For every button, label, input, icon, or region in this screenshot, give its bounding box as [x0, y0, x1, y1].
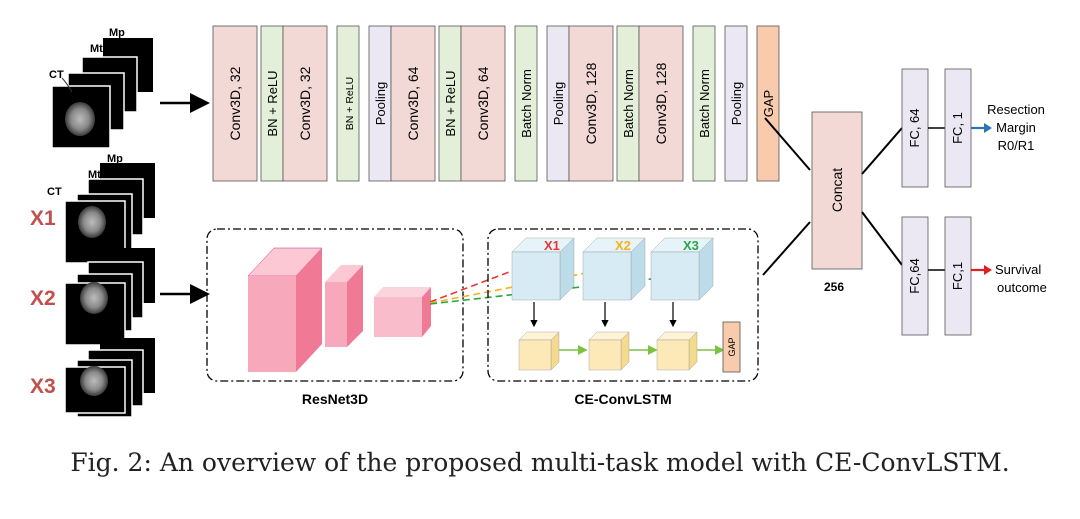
- layer-label-3: BN + ReLU: [344, 77, 356, 130]
- resnet3d-label: ResNet3D: [302, 391, 368, 407]
- layer-label-9: Pooling: [551, 82, 566, 125]
- layer-box-10: [568, 25, 614, 182]
- lstm-gap-box: [722, 321, 741, 373]
- bottom-to-concat: [762, 221, 811, 276]
- layer-box-15: [756, 25, 780, 182]
- resnet3d-block: ResNet3D: [206, 228, 464, 407]
- layer-label-8: Batch Norm: [519, 69, 534, 138]
- stack-label-mt: Mt: [90, 43, 103, 55]
- layer-label-11: Batch Norm: [621, 69, 636, 138]
- concat-to-head2: [861, 211, 903, 266]
- layer-box-5: [390, 25, 436, 182]
- head2-output-line2: outcome: [997, 280, 1047, 295]
- input-stack-x1: Mp Mt CT: [47, 153, 155, 264]
- resnet-cube-large: [247, 247, 323, 372]
- layer-label-6: BN + ReLU: [443, 70, 458, 136]
- input-stack-x3: [64, 338, 155, 418]
- head1-fc2-label: FC, 1: [950, 112, 965, 144]
- lstm-gap-label: GAP: [727, 337, 737, 356]
- concat-label: Concat: [829, 168, 845, 212]
- lstm-input-label-1: X1: [544, 238, 560, 253]
- layer-label-2: Conv3D, 32: [297, 66, 313, 140]
- head-survival: FC,64 FC,1 Survival outcome: [901, 216, 1047, 336]
- layer-label-1: BN + ReLU: [265, 70, 280, 136]
- layer-label-10: Conv3D, 128: [583, 62, 599, 144]
- input-label-x3: X3: [30, 375, 56, 398]
- head1-fc1-label: FC, 64: [907, 108, 922, 147]
- layer-label-13: Batch Norm: [697, 69, 712, 138]
- layer-box-0: [212, 25, 258, 182]
- lstm-input-label-2: X2: [615, 238, 631, 253]
- layer-box-7: [460, 25, 506, 182]
- head2-output-line1: Survival: [995, 262, 1041, 277]
- layer-label-15: GAP: [761, 90, 776, 117]
- stack-label-mp: Mp: [109, 27, 125, 39]
- layer-box-2: [282, 25, 328, 182]
- head2-fc1-label: FC,64: [907, 258, 922, 293]
- layer-box-12: [638, 25, 684, 182]
- layer-label-4: Pooling: [373, 82, 388, 125]
- head2-fc1-box: [901, 216, 929, 336]
- layer-label-5: Conv3D, 64: [405, 66, 421, 140]
- lstm-cell-cube-1: [518, 331, 560, 371]
- ce-convlstm-label: CE-ConvLSTM: [574, 391, 671, 407]
- layer-label-14: Pooling: [729, 82, 744, 125]
- head1-output-line3: R0/R1: [998, 138, 1035, 153]
- x1-slice-ct: CT: [47, 186, 62, 198]
- input-label-x2: X2: [30, 287, 56, 310]
- head2-fc2-label: FC,1: [950, 262, 965, 290]
- head1-output-line1: Resection: [987, 102, 1045, 117]
- resnet-cube-small: [374, 287, 431, 337]
- concat-block: Concat 256: [811, 111, 863, 294]
- head-resection: FC, 64 FC, 1 Resection Margin R0/R1: [901, 68, 1045, 188]
- layer-box-14: [724, 25, 748, 182]
- input-stack-x2: [64, 248, 155, 346]
- lstm-input-cube-3: [650, 237, 714, 301]
- layer-label-7: Conv3D, 64: [475, 66, 491, 140]
- resnet-cube-medium: [325, 265, 363, 347]
- stack-label-ct: CT: [49, 69, 64, 81]
- head1-output-line2: Margin: [996, 120, 1036, 135]
- concat-to-head1: [861, 127, 903, 175]
- layer-box-13: [692, 25, 716, 182]
- top-to-concat: [764, 117, 811, 171]
- lstm-input-label-3: X3: [683, 238, 699, 253]
- head1-fc1-box: [901, 68, 929, 188]
- layer-label-0: Conv3D, 32: [227, 66, 243, 140]
- layer-box-3: [336, 25, 360, 182]
- lstm-cell-cube-3: [656, 331, 698, 371]
- lstm-input-cube-1: [511, 237, 575, 301]
- layer-label-12: Conv3D, 128: [653, 62, 669, 144]
- concat-dim-label: 256: [824, 280, 844, 294]
- head1-fc2-box: [944, 68, 972, 188]
- layer-box-8: [514, 25, 538, 182]
- lstm-cell-cube-2: [588, 331, 630, 371]
- head2-fc2-box: [944, 216, 972, 336]
- lstm-input-cube-2: [582, 237, 646, 301]
- input-label-x1: X1: [30, 207, 56, 230]
- top-branch-layers: Conv3D, 32 BN + ReLU Conv3D, 32 BN + ReLU Po…: [212, 25, 780, 182]
- x1-slice-mp: Mp: [107, 153, 123, 165]
- figure-caption: Fig. 2: An overview of the proposed mult…: [70, 448, 1010, 477]
- x1-slice-mt: Mt: [88, 169, 101, 181]
- input-stack-top: Mp Mt CT: [49, 27, 153, 149]
